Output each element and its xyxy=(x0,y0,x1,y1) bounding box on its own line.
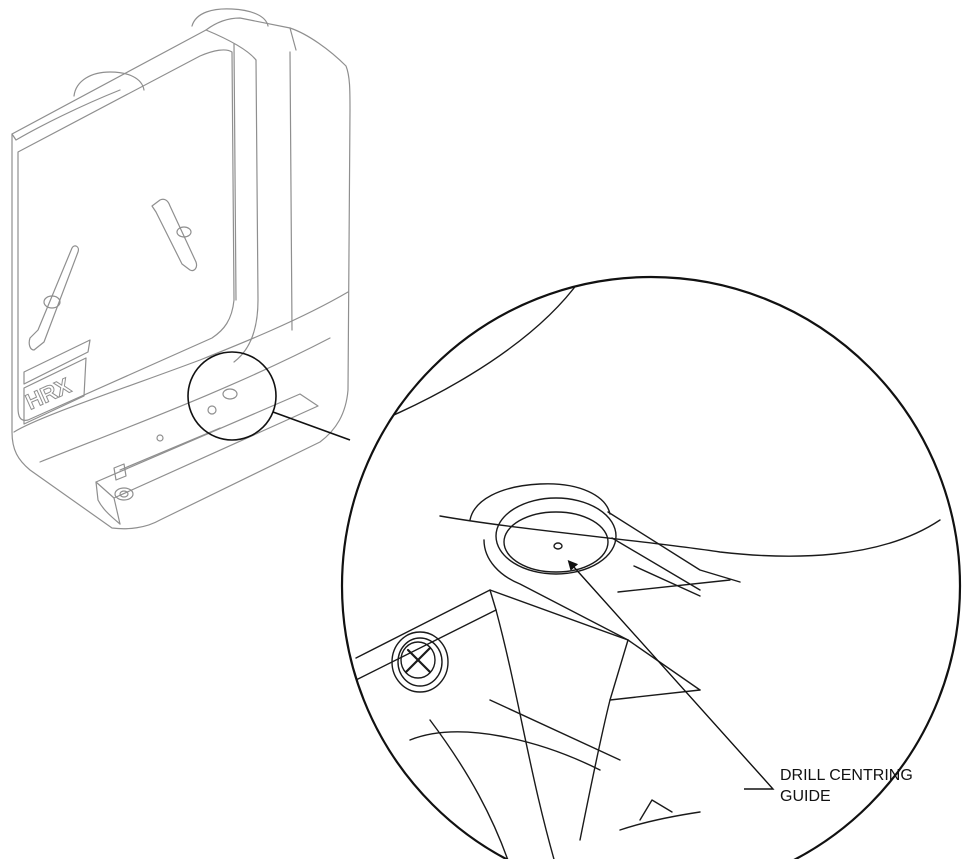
zoom-source-circle xyxy=(187,351,277,441)
callout-label-line2: GUIDE xyxy=(780,788,831,805)
ventilation-unit-ghost xyxy=(11,8,351,530)
top-spigot-rear xyxy=(191,8,269,27)
drill-centring-dot xyxy=(553,542,563,550)
unit-body-outline xyxy=(11,17,351,530)
top-spigot-front xyxy=(73,71,145,97)
zoom-detail-circle xyxy=(340,275,962,859)
countersink-outer xyxy=(495,497,617,575)
cover-latch-right xyxy=(151,198,198,272)
zoom-detail xyxy=(342,279,941,859)
cross-head-screw xyxy=(391,631,449,693)
zoom-connector-line xyxy=(272,411,351,441)
callout-label-line1: DRILL CENTRING xyxy=(780,767,913,784)
callout-leader xyxy=(567,560,775,790)
countersink-inner xyxy=(503,511,609,573)
cover-latch-left xyxy=(28,245,79,351)
front-cover-panel xyxy=(17,49,235,421)
